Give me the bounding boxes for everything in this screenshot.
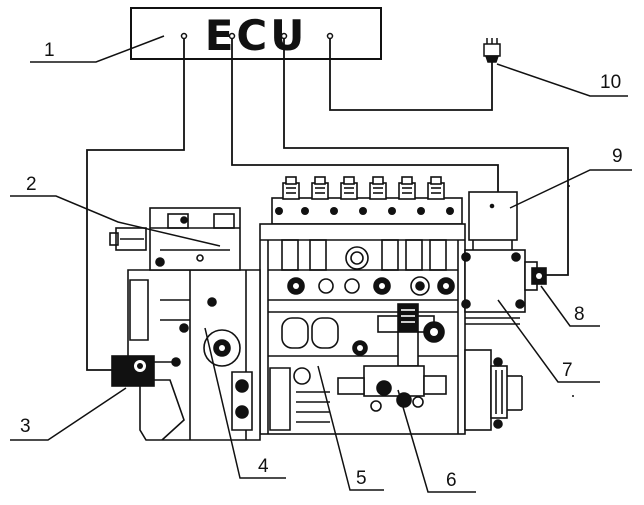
leader-4 [204, 327, 286, 479]
outlet-5 [398, 176, 416, 200]
sensor-8-body [524, 261, 547, 291]
callout-6: 6 [446, 470, 457, 491]
wire-to-connector-10 [329, 38, 493, 111]
wire-to-sensor-8 [283, 38, 569, 276]
outlet-4 [369, 176, 387, 200]
callout-2: 2 [26, 174, 37, 195]
leader-8 [540, 285, 600, 327]
leader-7 [497, 299, 600, 383]
ecu-terminal-3 [280, 32, 288, 40]
callout-1: 1 [44, 40, 55, 61]
end-flange [464, 349, 523, 431]
leader-3 [10, 387, 127, 441]
marker-dot [572, 395, 574, 397]
callout-5: 5 [356, 468, 367, 489]
callout-4: 4 [258, 456, 269, 477]
wire-to-sensor-3 [86, 38, 185, 371]
leader-5 [317, 365, 384, 491]
leader-1 [30, 35, 165, 63]
solenoid-valve [337, 303, 447, 412]
ecu-terminal-2 [228, 32, 236, 40]
injection-pump [109, 176, 547, 441]
outlet-1 [282, 176, 300, 200]
wire-to-actuator-9 [231, 38, 499, 192]
callout-numbers: 1 2 3 4 5 6 7 8 9 10 [20, 40, 623, 491]
callout-10: 10 [600, 72, 621, 93]
plunger-columns [281, 239, 447, 271]
leader-2 [10, 195, 221, 247]
callout-8: 8 [574, 304, 585, 325]
pump-outlets [271, 176, 463, 225]
ecu-label: ECU [205, 11, 308, 60]
sensor-3-body [111, 355, 181, 387]
ecu-terminal-1 [180, 32, 188, 40]
marker-dot [568, 185, 570, 187]
ecu-box [130, 7, 382, 60]
leader-10 [496, 63, 628, 97]
callout-7: 7 [562, 360, 573, 381]
leader-9 [509, 169, 632, 209]
ecu-terminal-4 [326, 32, 334, 40]
callout-3: 3 [20, 416, 31, 437]
outlet-3 [340, 176, 358, 200]
leader-6 [397, 389, 476, 493]
connector-plug [483, 38, 501, 63]
callout-leaders [10, 35, 632, 493]
actuator-9-body [468, 191, 518, 250]
stop-lever-assembly [109, 207, 241, 271]
callout-9: 9 [612, 146, 623, 167]
ecu-unit: ECU [130, 7, 382, 60]
ecu-wiring [86, 38, 569, 371]
outlet-2 [311, 176, 329, 200]
governor-housing [127, 269, 261, 441]
control-rack [287, 276, 455, 296]
outlet-6 [427, 176, 445, 200]
